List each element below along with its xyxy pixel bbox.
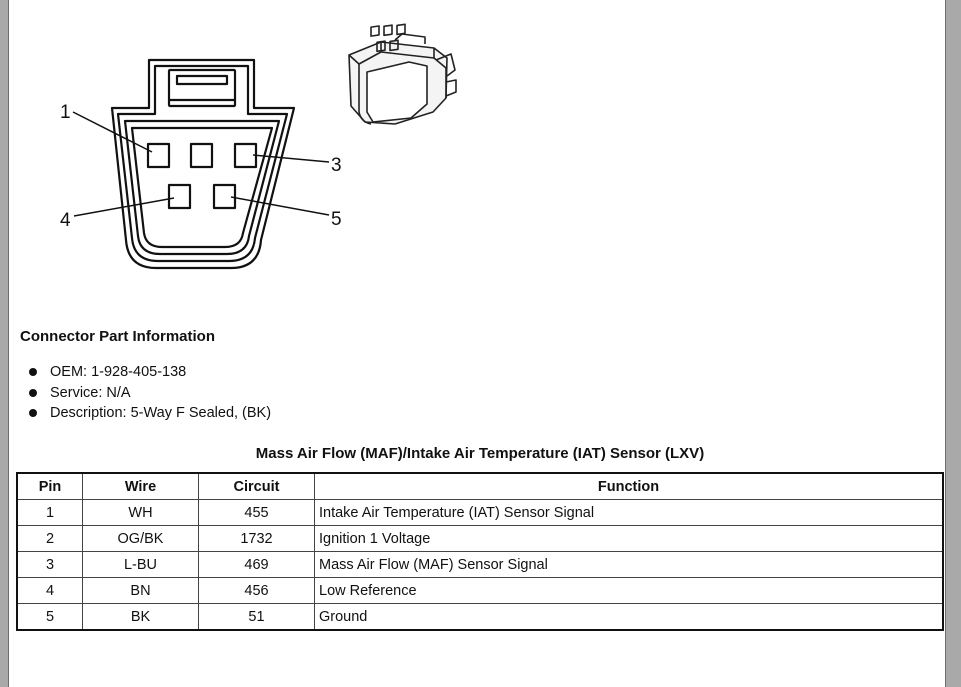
service-text: Service: N/A: [50, 384, 131, 401]
pin-4-leader: [73, 197, 175, 217]
pin-cavity: [167, 183, 192, 210]
pin-5-leader: [230, 196, 330, 216]
connector-3d-illustration: [348, 23, 457, 125]
connector-outline: [110, 58, 296, 270]
table-row: 2 OG/BK 1732 Ignition 1 Voltage: [16, 525, 944, 552]
table-row: 3 L-BU 469 Mass Air Flow (MAF) Sensor Si…: [16, 551, 944, 578]
pin-cell: 3: [16, 551, 83, 578]
left-window-border: [0, 0, 9, 687]
pin-cavity: [233, 142, 258, 169]
bullet-icon: [29, 409, 37, 418]
connector-outline-2: [116, 64, 289, 263]
circuit-cell: 456: [198, 577, 315, 604]
description-text: Description: 5-Way F Sealed, (BK): [50, 405, 272, 422]
pin-3-leader: [252, 154, 330, 163]
column-header-pin: Pin: [16, 472, 83, 500]
pin-cavity: [146, 142, 171, 169]
table-row: 1 WH 455 Intake Air Temperature (IAT) Se…: [16, 499, 944, 526]
wire-cell: BK: [82, 603, 199, 631]
circuit-cell: 1732: [198, 525, 315, 552]
circuit-cell: 469: [198, 551, 315, 578]
wire-cell: OG/BK: [82, 525, 199, 552]
function-cell: Mass Air Flow (MAF) Sensor Signal: [314, 551, 944, 578]
document-page: 1 3 4 5 Connector Part Information OEM: …: [9, 0, 945, 687]
pin-cavity: [189, 142, 214, 169]
list-item: Description: 5-Way F Sealed, (BK): [29, 403, 271, 424]
wire-cell: WH: [82, 499, 199, 526]
column-header-function: Function: [314, 472, 944, 500]
table-row: 5 BK 51 Ground: [16, 603, 944, 631]
connector-outline-3: [123, 119, 281, 256]
pin-label-5: 5: [331, 209, 342, 230]
wire-cell: BN: [82, 577, 199, 604]
pin-1-leader: [72, 111, 153, 153]
pin-label-4: 4: [60, 210, 71, 231]
circuit-cell: 51: [198, 603, 315, 631]
function-cell: Ground: [314, 603, 944, 631]
connector-info-heading: Connector Part Information: [20, 328, 216, 345]
bullet-icon: [29, 368, 37, 377]
wire-cell: L-BU: [82, 551, 199, 578]
function-cell: Intake Air Temperature (IAT) Sensor Sign…: [314, 499, 944, 526]
function-cell: Low Reference: [314, 577, 944, 604]
pin-cell: 4: [16, 577, 83, 604]
pin-label-1: 1: [60, 102, 71, 123]
table-row: 4 BN 456 Low Reference: [16, 577, 944, 604]
pinout-table-title: Mass Air Flow (MAF)/Intake Air Temperatu…: [255, 445, 705, 462]
connector-outline-4: [130, 126, 274, 249]
table-header-row: Pin Wire Circuit Function: [16, 472, 944, 500]
pin-cell: 2: [16, 525, 83, 552]
pin-cell: 1: [16, 499, 83, 526]
connector-info-list: OEM: 1-928-405-138 Service: N/A Descript…: [29, 362, 271, 424]
column-header-circuit: Circuit: [198, 472, 315, 500]
connector-face-diagram: 1 3 4 5: [60, 23, 457, 270]
column-header-wire: Wire: [82, 472, 199, 500]
bullet-icon: [29, 388, 37, 397]
oem-text: OEM: 1-928-405-138: [50, 364, 187, 381]
pin-cavity: [212, 183, 237, 210]
pin-cell: 5: [16, 603, 83, 631]
latch-inner: [175, 74, 229, 86]
latch-window: [167, 68, 237, 108]
list-item: OEM: 1-928-405-138: [29, 362, 271, 383]
circuit-cell: 455: [198, 499, 315, 526]
right-window-border: [945, 0, 961, 687]
function-cell: Ignition 1 Voltage: [314, 525, 944, 552]
pinout-table: Pin Wire Circuit Function 1 WH 455 Intak…: [16, 472, 944, 631]
list-item: Service: N/A: [29, 383, 271, 404]
pin-label-3: 3: [331, 155, 342, 176]
